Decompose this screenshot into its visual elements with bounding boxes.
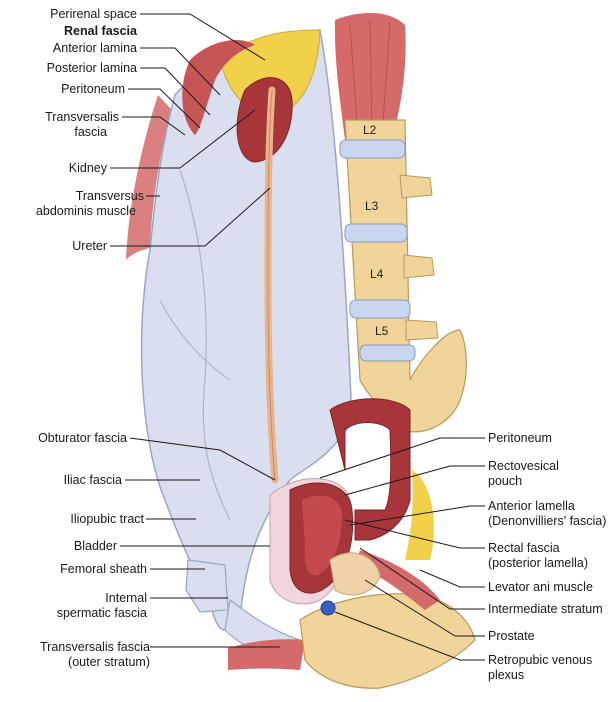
label-kidney: Kidney [68,161,107,175]
label-transversus-line2: abdominis muscle [35,204,136,218]
label-anterior-lamina: Anterior lamina [52,41,137,55]
label-peritoneum-upper: Peritoneum [61,82,125,96]
label-anterior-lamella-line2: (Denonvilliers' fascia) [488,514,607,528]
vertebra-label-l5: L5 [375,324,389,338]
vertebra-label-l3: L3 [365,199,379,213]
label-transversalis-fascia-line2: fascia [74,125,107,139]
levator-ani-shape [355,550,440,610]
rectum [329,398,411,541]
renal-fascia-muscle [182,40,255,135]
rectum-fat [405,470,434,560]
label-iliac-fascia: Iliac fascia [63,473,122,487]
label-perirenal-space: Perirenal space [50,7,137,21]
label-iliopubic-tract: Iliopubic tract [70,512,144,526]
label-retropubic-line1: Retropubic venous [488,653,593,667]
label-retropubic-line2: plexus [488,668,525,682]
prostate-shape [329,552,381,596]
psoas-striation [349,19,391,139]
label-transversus-line1: Transversus [75,189,144,203]
label-internal-spermatic-line2: spermatic fascia [56,606,147,620]
disc-2 [344,223,408,243]
transverse-process-3 [405,319,439,341]
vertebra-label-l4: L4 [370,267,384,281]
label-prostate: Prostate [488,629,535,643]
fascia-fold-1 [179,169,231,521]
label-rectal-fascia-line2: (posterior lamella) [488,556,589,570]
label-rectovesical-line2: pouch [488,474,523,488]
label-levator-ani: Levator ani muscle [488,580,593,594]
label-transversalis-fascia-line1: Transversalis [45,110,119,124]
label-intermediate-stratum: Intermediate stratum [488,602,603,616]
disc-1 [339,139,406,159]
label-peritoneum-lower: Peritoneum [488,431,552,445]
label-bladder: Bladder [73,539,117,553]
venous-plexus [320,600,336,616]
leader-lines [110,13,485,661]
label-posterior-lamina: Posterior lamina [46,61,137,75]
kidney-shape [236,77,293,163]
disc-4 [359,344,416,362]
label-rectovesical-line1: Rectovesical [488,459,559,473]
label-internal-spermatic-line1: Internal [105,591,147,605]
label-anterior-lamella-line1: Anterior lamella [488,499,575,513]
ureter-outline [267,89,276,481]
fascia-fold-2 [159,299,231,381]
label-rectal-fascia-line1: Rectal fascia [488,541,560,555]
femoral-sheath-shape [185,559,229,613]
label-obturator-fascia: Obturator fascia [38,431,127,445]
label-renal-fascia: Renal fascia [64,24,137,38]
vertebra-label-l2: L2 [363,123,377,137]
transverse-process-2 [403,254,435,279]
label-femoral-sheath: Femoral sheath [60,562,147,576]
pubic-bone [299,593,476,689]
bladder-lumen [302,495,342,576]
transverse-process-1 [399,174,433,199]
label-transversalis-outer-line1: Transversalis fascia [40,640,150,654]
transversus-abdominis-muscle [126,95,172,260]
disc-3 [349,299,411,319]
label-transversalis-outer-line2: (outer stratum) [68,655,150,669]
label-ureter: Ureter [72,239,107,253]
lower-muscle-band [228,639,305,670]
